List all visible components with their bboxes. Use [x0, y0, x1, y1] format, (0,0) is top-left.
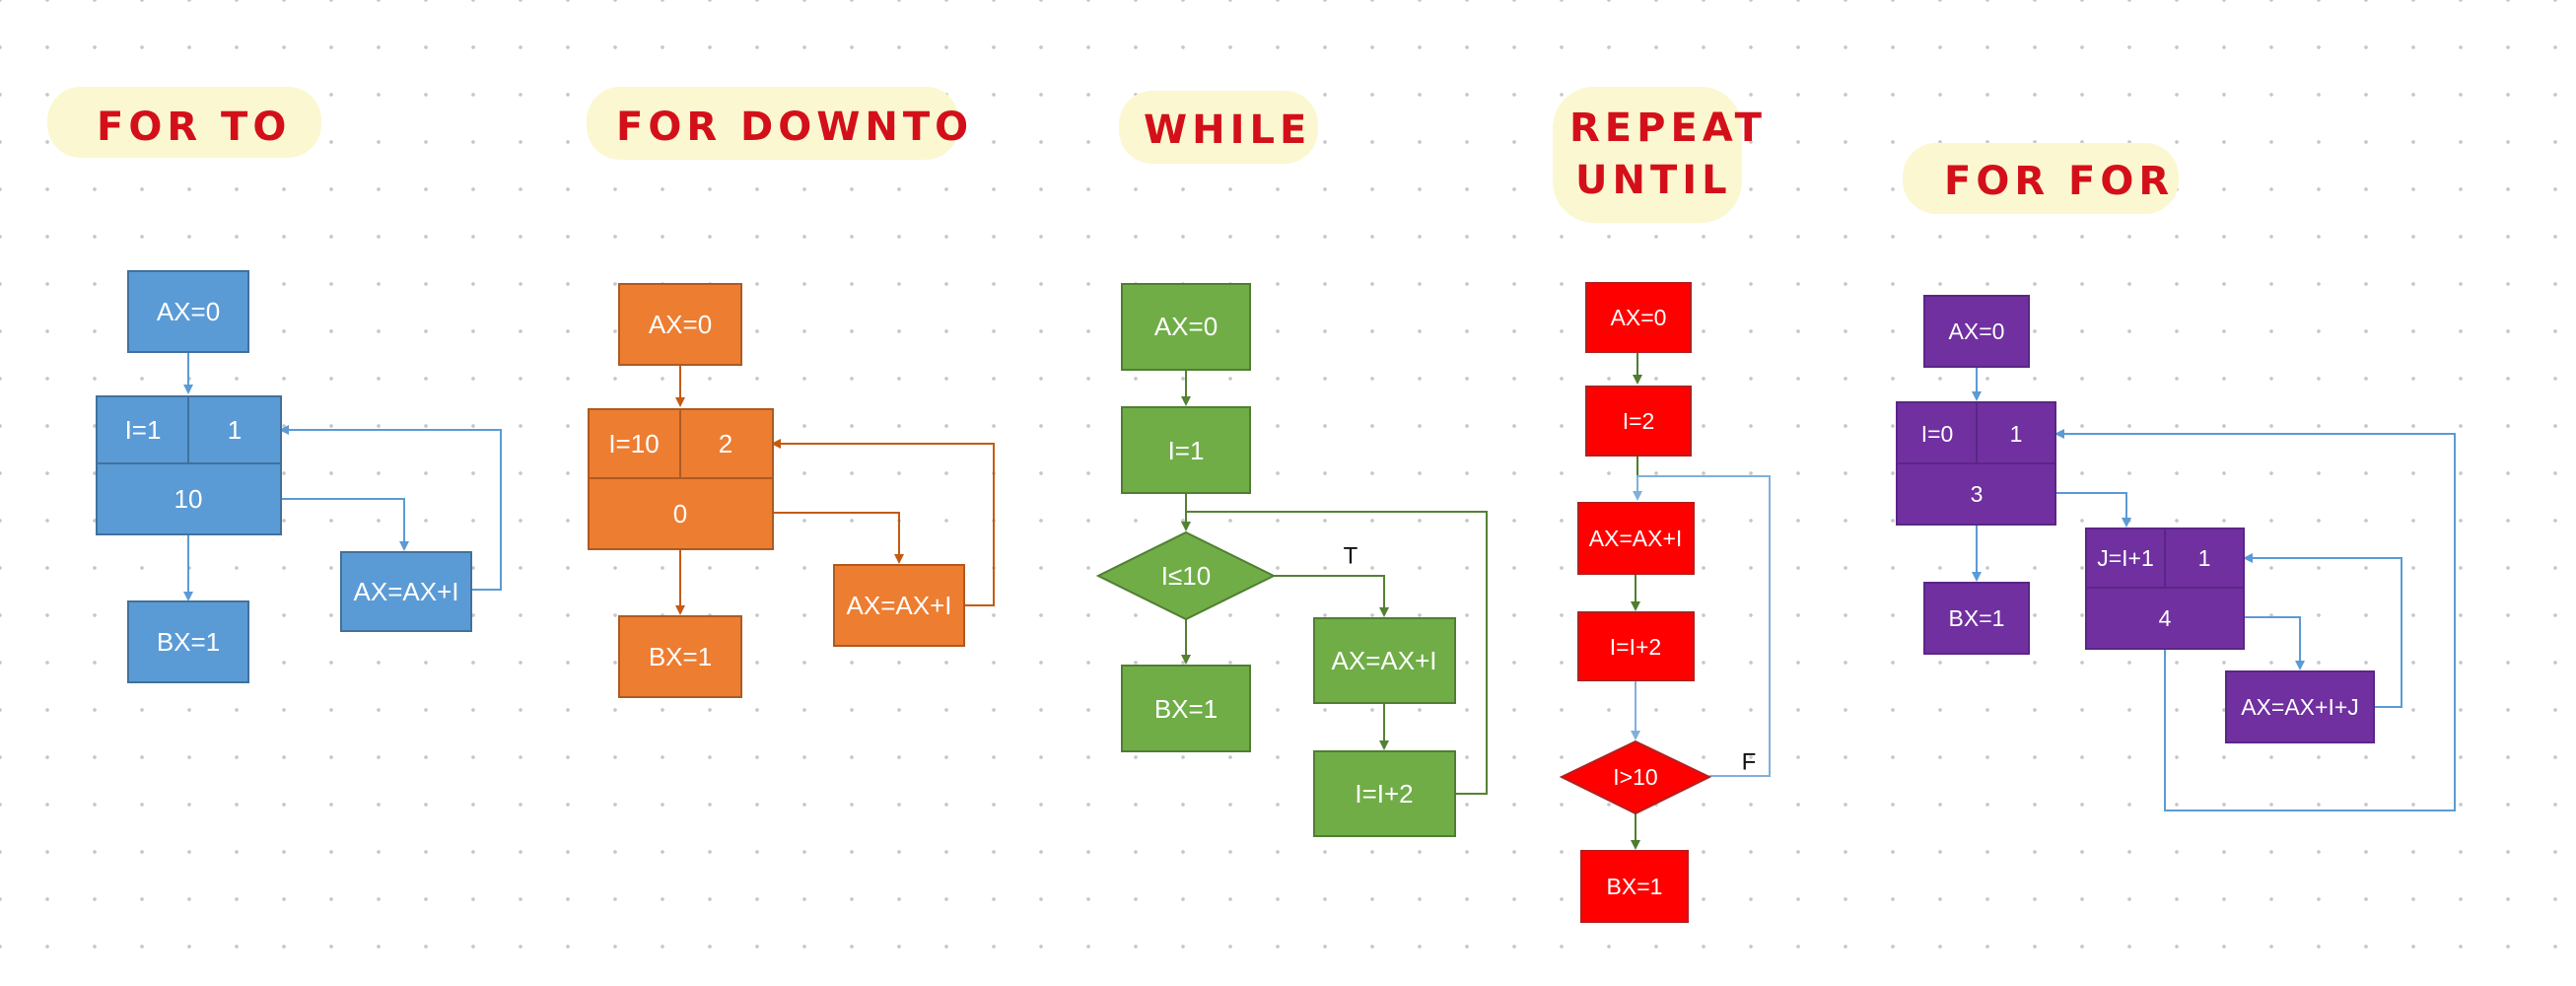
arrow	[2244, 616, 2305, 670]
svg-text:REPEAT: REPEAT	[1569, 106, 1767, 151]
loop-back-line	[1186, 511, 1488, 795]
after-box	[1923, 582, 2030, 655]
loop-arrow	[771, 439, 995, 606]
after-box	[1121, 665, 1251, 752]
after-label: BX=1	[1949, 605, 2005, 631]
outer-var-label: I=0	[1921, 421, 1954, 447]
set-box	[1121, 406, 1251, 494]
condition-diamond	[1559, 740, 1712, 815]
body-label: AX=AX+I	[847, 591, 952, 620]
loop-limit-label: 10	[174, 484, 203, 514]
loop-step-label: 2	[719, 429, 732, 458]
svg-text:FOR DOWNTO: FOR DOWNTO	[616, 105, 973, 150]
true-branch-arrow	[1274, 575, 1389, 617]
title-for-for: FOR FOR	[1903, 143, 2179, 214]
init-box	[1121, 283, 1251, 371]
title-while: WHILE	[1119, 91, 1318, 164]
body-label: AX=AX+I	[1332, 646, 1437, 675]
loop-var-label: I=1	[125, 415, 162, 445]
increment-label: I=I+2	[1355, 779, 1413, 809]
after-label: BX=1	[157, 627, 220, 657]
after-label: BX=1	[1154, 694, 1218, 724]
body-label: AX=AX+I	[1589, 526, 1683, 551]
outer-limit-label: 3	[1971, 481, 1984, 507]
title-for-to: FOR TO	[47, 87, 321, 158]
false-label: F	[1742, 749, 1757, 776]
init-box	[618, 283, 742, 366]
body-box	[340, 551, 472, 632]
svg-text:FOR TO: FOR TO	[97, 105, 291, 150]
condition-label: I>10	[1613, 764, 1657, 790]
body-box	[2225, 670, 2375, 743]
inner-limit-label: 4	[2159, 605, 2172, 631]
init-label: AX=0	[157, 297, 220, 326]
after-label: BX=1	[649, 642, 712, 671]
loop-back-arrow	[1633, 475, 1771, 777]
after-label: BX=1	[1607, 874, 1663, 899]
for-downto-diagram: AX=0 I=10 2 0 AX=AX+I BX=1	[588, 283, 995, 698]
body-label: AX=AX+I+J	[2241, 694, 2359, 720]
loop-arrow	[279, 425, 502, 591]
body-label: AX=AX+I	[354, 577, 459, 606]
init-label: AX=0	[649, 310, 712, 339]
arrow	[772, 512, 904, 564]
body-box	[1577, 502, 1695, 575]
title-repeat-until: REPEAT UNTIL	[1553, 87, 1767, 223]
increment-box	[1577, 611, 1695, 681]
true-label: T	[1344, 543, 1358, 570]
loop-limit-label: 0	[673, 499, 687, 528]
outer-loop-arrow	[2054, 429, 2456, 811]
loop-var-label: I=10	[608, 429, 659, 458]
inner-var-label: J=I+1	[2097, 545, 2154, 571]
outer-step-label: 1	[2010, 421, 2023, 447]
svg-text:FOR FOR: FOR FOR	[1944, 159, 2174, 204]
arrow	[2055, 492, 2131, 528]
body-box	[1313, 617, 1456, 704]
init-box	[1585, 282, 1692, 353]
after-box	[618, 615, 742, 698]
init-label: AX=0	[1949, 318, 2005, 344]
init-label: AX=0	[1611, 305, 1667, 330]
set-box	[1585, 386, 1692, 457]
condition-diamond	[1095, 530, 1277, 621]
init-box	[127, 270, 249, 353]
inner-loop-arrow	[2243, 553, 2402, 708]
increment-box	[1313, 750, 1456, 837]
increment-label: I=I+2	[1610, 634, 1661, 660]
svg-text:WHILE: WHILE	[1144, 107, 1311, 153]
svg-text:UNTIL: UNTIL	[1575, 158, 1732, 203]
set-label: I=2	[1623, 408, 1655, 434]
set-label: I=1	[1168, 436, 1205, 465]
condition-label: I≤10	[1161, 561, 1211, 591]
after-box	[1580, 850, 1689, 923]
repeat-until-diagram: AX=0 I=2 AX=AX+I I=I+2 I>10 F BX=1	[1559, 282, 1771, 923]
after-box	[127, 600, 249, 683]
for-to-diagram: AX=0 I=1 1 10 AX=AX+I BX=1	[96, 270, 502, 683]
for-for-diagram: AX=0 I=0 1 3 J=I+1 1 4 AX=AX+I+J BX=1	[1896, 295, 2456, 811]
init-box	[1923, 295, 2030, 368]
while-diagram: AX=0 I=1 I≤10 T AX=AX+I I=I+2 BX=1	[1095, 283, 1488, 837]
init-label: AX=0	[1154, 312, 1218, 341]
arrow	[281, 498, 409, 551]
title-for-downto: FOR DOWNTO	[587, 87, 973, 160]
inner-step-label: 1	[2198, 545, 2211, 571]
loop-step-label: 1	[228, 415, 242, 445]
loop-header-box	[96, 395, 282, 535]
body-box	[833, 564, 965, 647]
